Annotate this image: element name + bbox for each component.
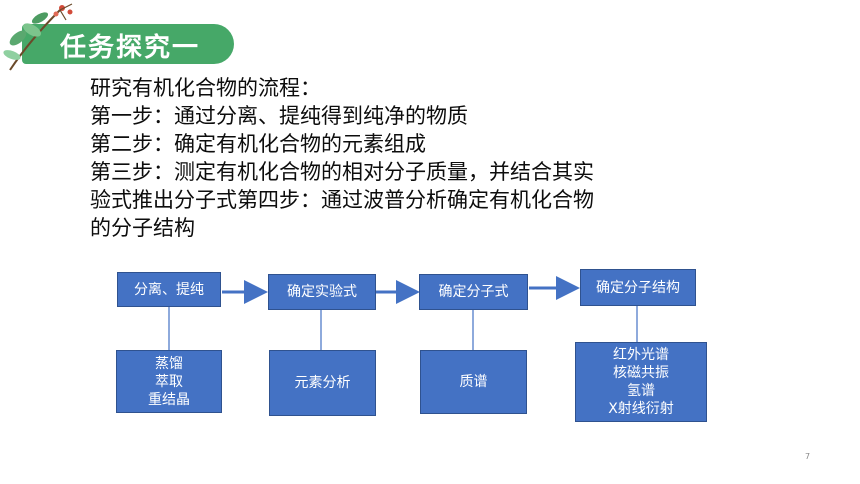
header-banner: 任务探究一	[0, 0, 240, 80]
step-label: 确定分子结构	[596, 279, 680, 296]
text-line: 的分子结构	[90, 216, 195, 240]
step-label: 确定实验式	[287, 284, 357, 300]
page-number: 7	[805, 452, 811, 461]
step-box-separate-purify: 分离、提纯	[117, 272, 221, 307]
step-box-molecular-structure: 确定分子结构	[580, 269, 696, 306]
text-line: 第一步：通过分离、提纯得到纯净的物质	[90, 104, 468, 128]
banner-background	[22, 24, 234, 64]
process-description: 研究有机化合物的流程： 第一步：通过分离、提纯得到纯净的物质 第二步：确定有机化…	[90, 74, 710, 242]
detail-item: 蒸馏	[155, 355, 183, 372]
detail-item: 核磁共振	[613, 365, 669, 381]
detail-item: 质谱	[459, 374, 488, 390]
step-label: 确定分子式	[438, 284, 509, 300]
text-line: 第二步：确定有机化合物的元素组成	[90, 132, 426, 156]
detail-item: 氢谱	[627, 383, 655, 399]
detail-item: X射线衍射	[608, 401, 674, 417]
text-line: 第三步：测定有机化合物的相对分子质量，并结合其实	[90, 160, 594, 184]
step-box-molecular-formula: 确定分子式	[419, 274, 528, 310]
detail-box-structure-methods: 红外光谱 核磁共振 氢谱 X射线衍射	[575, 342, 707, 422]
detail-box-elemental-analysis: 元素分析	[269, 350, 376, 416]
section-title: 任务探究一	[60, 33, 201, 63]
detail-box-mass-spectrometry: 质谱	[420, 350, 527, 414]
detail-item: 元素分析	[294, 375, 351, 391]
detail-item: 红外光谱	[613, 347, 669, 363]
step-box-empirical-formula: 确定实验式	[268, 274, 376, 310]
text-line: 研究有机化合物的流程：	[90, 76, 321, 100]
leaf-decoration-icon	[3, 3, 73, 71]
detail-box-separation-methods: 蒸馏 萃取 重结晶	[116, 350, 222, 413]
step-label: 分离、提纯	[134, 281, 204, 298]
detail-item: 重结晶	[148, 391, 190, 408]
detail-item: 萃取	[155, 373, 183, 390]
text-line: 验式推出分子式第四步：通过波普分析确定有机化合物	[90, 188, 594, 212]
